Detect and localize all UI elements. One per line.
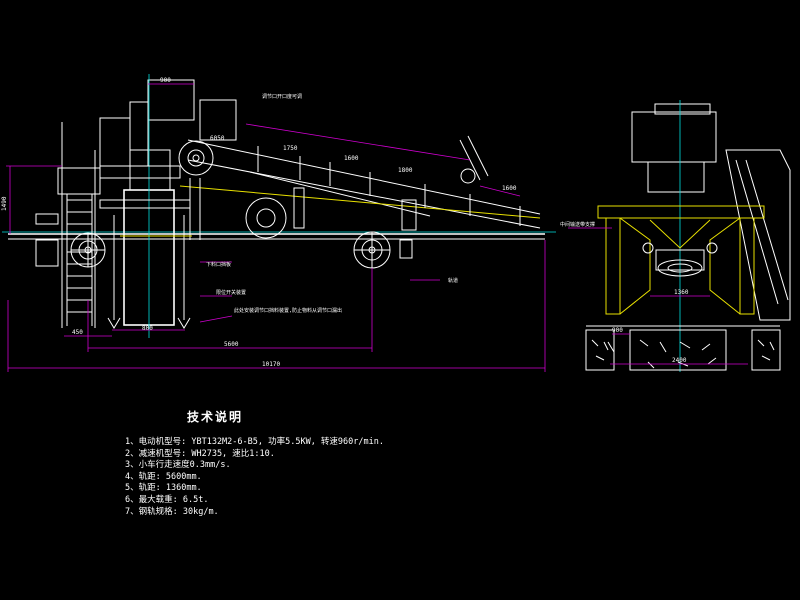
annotation-low-1: 限位开关装置 <box>216 289 246 296</box>
dim-side-base: 2400 <box>672 357 687 364</box>
dim-left-height: 1490 <box>1 196 8 211</box>
dim-span-mid: 5600 <box>224 341 239 348</box>
right-wheel <box>353 231 413 269</box>
note-item: 2、减速机型号: WH2735, 速比1:10. <box>125 448 275 459</box>
note-item: 5、轨距: 1360mm. <box>125 483 202 494</box>
dim-base-mid: 800 <box>142 325 153 332</box>
dim-conveyor-1: 6050 <box>210 135 225 142</box>
annotation-mid: 下料口挡板 <box>206 261 231 268</box>
dimension-lines <box>6 83 546 372</box>
dim-span-total: 10170 <box>262 361 280 368</box>
dim-base-left: 450 <box>72 329 83 336</box>
notes-title: 技术说明 <box>187 410 244 424</box>
head-drum <box>178 140 214 176</box>
end-yellow-frame <box>597 205 765 315</box>
end-elevation-view: 1360 900 2400 中间输送带支撑 <box>560 100 791 372</box>
inclined-conveyor <box>179 135 541 229</box>
notes-list: 1、电动机型号: YBT132M2-6-B5, 功率5.5KW, 转速960r/… <box>125 437 384 518</box>
hopper-box <box>631 111 717 163</box>
dim-conveyor-2: 1750 <box>283 145 298 152</box>
ladder-frame <box>35 122 101 328</box>
note-item: 1、电动机型号: YBT132M2-6-B5, 功率5.5KW, 转速960r/… <box>125 437 384 447</box>
left-wheel <box>70 232 106 268</box>
dim-conveyor-5: 1600 <box>502 185 517 192</box>
hopper-cap <box>654 103 711 115</box>
annotation-top: 调节口开口度可调 <box>262 93 302 100</box>
annotation-side: 中间输送带支撑 <box>560 221 595 228</box>
technical-notes: 技术说明 1、电动机型号: YBT132M2-6-B5, 功率5.5KW, 转速… <box>125 408 384 518</box>
annotation-low-2: 此处安装调节口挡料装置,防止物料从调节口漏出 <box>234 307 342 314</box>
dim-conveyor-4: 1800 <box>398 167 413 174</box>
note-item: 7、钢轨规格: 30kg/m. <box>125 506 219 517</box>
dim-top-width: 900 <box>160 77 171 84</box>
annotation-right: 轨道 <box>448 277 458 284</box>
middle-support <box>189 178 417 240</box>
frame-legs <box>107 215 192 329</box>
note-item: 4、轨距: 5600mm. <box>125 471 202 482</box>
dim-side-span: 1360 <box>674 289 689 296</box>
hopper-neck <box>647 161 705 193</box>
side-elevation-view: 900 6050 1750 1600 1800 1600 1490 450 80… <box>1 74 556 372</box>
dim-conveyor-3: 1600 <box>344 155 359 162</box>
dim-side-foot: 900 <box>612 327 623 334</box>
hopper-column <box>99 74 237 338</box>
note-item: 6、最大载重: 6.5t. <box>125 494 209 505</box>
foundation-blocks <box>585 325 781 371</box>
end-wheel-assembly <box>642 242 718 277</box>
note-item: 3、小车行走速度0.3mm/s. <box>125 460 231 471</box>
